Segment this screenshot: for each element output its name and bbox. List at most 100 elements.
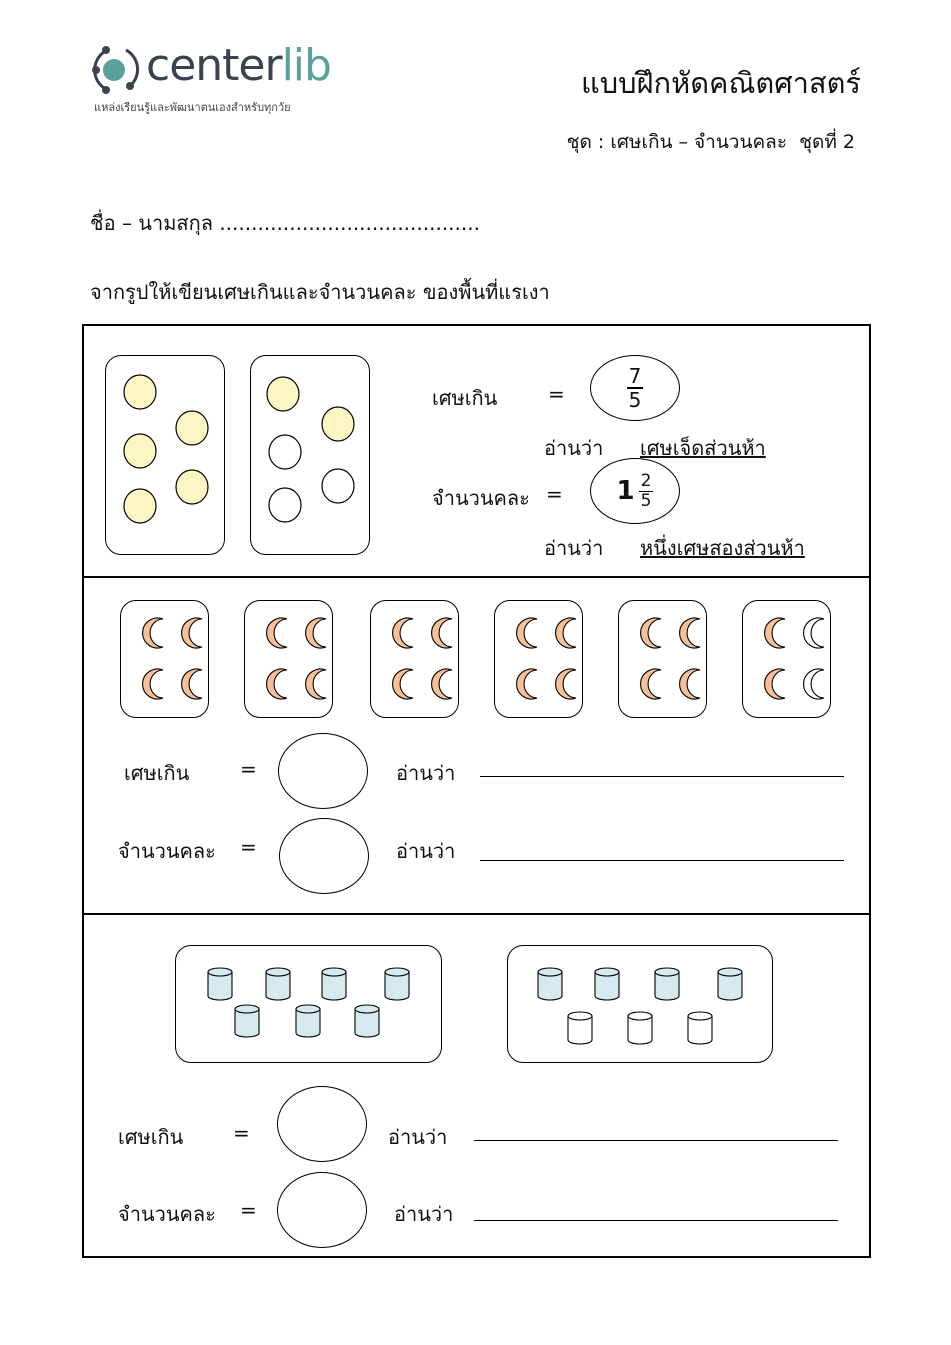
shape-box [120, 600, 209, 718]
equals-sign: = [233, 1121, 250, 1145]
improper-label: เศษเกิน [432, 386, 498, 410]
shape-box [507, 945, 773, 1063]
shaded-moon [679, 617, 701, 649]
empty-moon [803, 617, 825, 649]
shaded-cylinder [265, 967, 291, 1001]
shaded-cylinder [207, 967, 233, 1001]
read-as-label: อ่านว่า [388, 1125, 448, 1149]
shaded-moon [555, 617, 577, 649]
logo-text-accent: lib [281, 40, 332, 91]
worksheet-title: แบบฝึกหัดคณิตศาสตร์ [581, 66, 861, 100]
shaded-cylinder [537, 967, 563, 1001]
denominator: 5 [640, 490, 652, 511]
shaded-circle [123, 374, 157, 410]
shaded-moon [142, 668, 164, 700]
mixed-answer-oval[interactable] [279, 818, 369, 894]
empty-cylinder [687, 1011, 713, 1045]
shaded-cylinder [594, 967, 620, 1001]
shaded-moon [516, 668, 538, 700]
shaded-circle [321, 406, 355, 442]
empty-cylinder [567, 1011, 593, 1045]
exercise-frame [82, 324, 871, 1258]
shaded-moon [305, 617, 327, 649]
shaded-moon [392, 668, 414, 700]
mixed-label: จำนวนคละ [118, 1202, 216, 1226]
shaded-cylinder [234, 1004, 260, 1038]
improper-reading: เศษเจ็ดส่วนห้า [640, 436, 766, 460]
denominator: 5 [628, 388, 642, 412]
shaded-moon [516, 617, 538, 649]
equals-sign: = [240, 1198, 257, 1222]
shaded-cylinder [384, 967, 410, 1001]
read-as-label: อ่านว่า [544, 436, 604, 460]
shaded-moon [305, 668, 327, 700]
logo: centerlib [92, 40, 342, 120]
read-as-label: อ่านว่า [394, 1202, 454, 1226]
shape-box [494, 600, 583, 718]
shaded-moon [266, 668, 288, 700]
empty-circle [268, 434, 302, 470]
shaded-cylinder [654, 967, 680, 1001]
mixed-answer-oval[interactable] [277, 1172, 367, 1248]
numerator: 7 [626, 364, 644, 389]
shape-box [618, 600, 707, 718]
shaded-circle [175, 469, 209, 505]
improper-reading-line[interactable] [480, 776, 844, 777]
divider [82, 913, 871, 915]
shaded-cylinder [717, 967, 743, 1001]
mixed-reading: หนึ่งเศษสองส่วนห้า [640, 536, 805, 560]
shaded-moon [142, 617, 164, 649]
logo-text: center [146, 40, 283, 91]
logo-mark-icon [92, 46, 140, 94]
shaded-moon [181, 617, 203, 649]
mixed-reading-line[interactable] [480, 860, 844, 861]
shaded-moon [640, 617, 662, 649]
improper-reading-line[interactable] [474, 1140, 838, 1141]
shaded-circle [175, 410, 209, 446]
shaded-circle [123, 488, 157, 524]
shaded-cylinder [321, 967, 347, 1001]
shaded-moon [392, 617, 414, 649]
name-line[interactable]: ชื่อ – นามสกุล .........................… [90, 211, 480, 235]
improper-answer-oval[interactable] [278, 733, 368, 809]
shaded-circle [123, 433, 157, 469]
divider [82, 576, 871, 578]
read-as-label: อ่านว่า [544, 536, 604, 560]
shape-box [175, 945, 442, 1063]
shape-box [244, 600, 333, 718]
shape-box [370, 600, 459, 718]
shaded-circle [266, 376, 300, 412]
shaded-moon [431, 617, 453, 649]
instruction: จากรูปให้เขียนเศษเกินและจำนวนคละ ของพื้น… [90, 280, 550, 304]
empty-cylinder [627, 1011, 653, 1045]
shaded-moon [640, 668, 662, 700]
shaded-moon [431, 668, 453, 700]
improper-label: เศษเกิน [124, 761, 190, 785]
empty-circle [268, 487, 302, 523]
shaded-moon [679, 668, 701, 700]
shaded-cylinder [295, 1004, 321, 1038]
shape-box [742, 600, 831, 718]
shape-box [250, 355, 370, 555]
mixed-reading-line[interactable] [474, 1220, 838, 1221]
shaded-moon [764, 617, 786, 649]
empty-moon [803, 668, 825, 700]
equals-sign: = [548, 382, 565, 406]
shaded-cylinder [354, 1004, 380, 1038]
empty-circle [321, 468, 355, 504]
improper-label: เศษเกิน [118, 1125, 184, 1149]
shaded-moon [181, 668, 203, 700]
shaded-moon [555, 668, 577, 700]
shaded-moon [764, 668, 786, 700]
shape-box [105, 355, 225, 555]
equals-sign: = [240, 757, 257, 781]
logo-tagline: แหล่งเรียนรู้และพัฒนาตนเองสำหรับทุกวัย [94, 101, 291, 114]
shaded-moon [266, 617, 288, 649]
equals-sign: = [546, 482, 563, 506]
improper-answer-oval[interactable] [277, 1086, 367, 1162]
mixed-label: จำนวนคละ [432, 486, 530, 510]
